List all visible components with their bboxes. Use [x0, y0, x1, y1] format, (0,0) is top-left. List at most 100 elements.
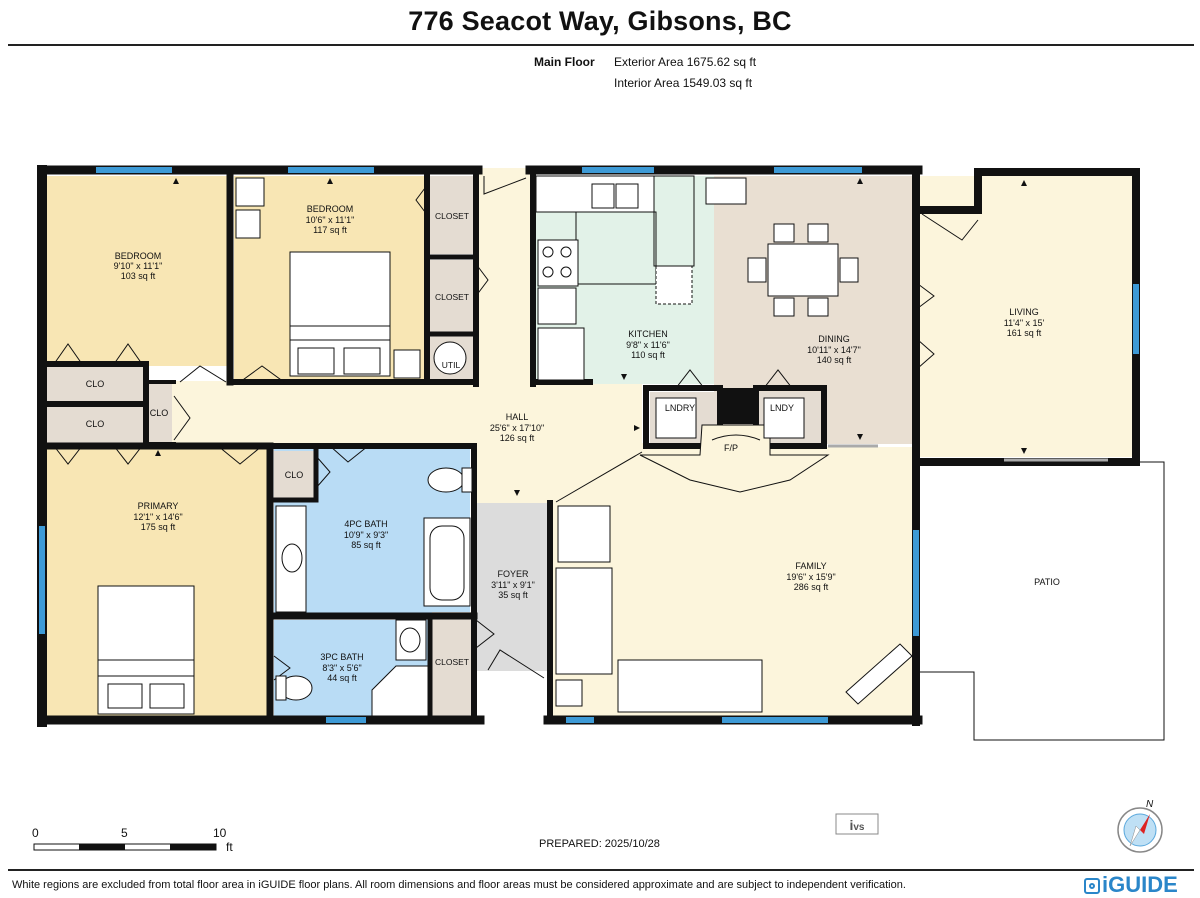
interior-area: Interior Area 1549.03 sq ft	[614, 76, 753, 90]
door-clo2	[53, 445, 143, 465]
arrow-hall-e	[634, 425, 640, 431]
living-name: LIVING	[1009, 307, 1039, 317]
wall-bed1-south	[39, 361, 149, 449]
patio-label: PATIO	[1034, 577, 1060, 587]
wall-clo4	[269, 443, 319, 503]
burner-3	[542, 266, 554, 278]
top-divider	[8, 44, 1194, 46]
arrow-bed2-n	[327, 178, 333, 184]
closet2-fill	[430, 260, 473, 332]
exterior-area: Exterior Area 1675.62 sq ft	[614, 55, 757, 69]
burner-1	[542, 246, 554, 258]
scale-bar-seg4	[170, 844, 216, 850]
door-entry-north	[483, 176, 527, 195]
dining-chair-5	[747, 257, 767, 283]
burner-4	[560, 266, 572, 278]
living-area: 161 sq ft	[1007, 328, 1042, 338]
primary-pillow-b	[149, 683, 185, 709]
patio-outline	[918, 461, 1165, 741]
family-sofa-left	[555, 567, 613, 675]
arrow-bed1-n	[173, 178, 179, 184]
bedroom1-dims: 9'10" x 11'1"	[114, 261, 163, 271]
bath3-name: 3PC BATH	[320, 652, 363, 662]
burner-2	[560, 246, 572, 258]
bath3-dims: 8'3" x 5'6"	[322, 663, 361, 673]
door-clo3	[173, 395, 191, 441]
living-fill	[919, 176, 1133, 457]
primary-pillow-a	[107, 683, 143, 709]
clo3-label: CLO	[150, 408, 169, 418]
kitchen-dims: 9'8" x 11'6"	[626, 340, 670, 350]
dryer	[763, 397, 805, 439]
bed2-nightstand1	[235, 177, 265, 207]
kitchen-dishwasher	[655, 265, 693, 305]
family-side-table	[555, 679, 583, 707]
clo3-fill	[148, 383, 172, 443]
floor-label: Main Floor	[534, 55, 595, 69]
closet1-label: CLOSET	[435, 211, 469, 221]
closet1-fill	[430, 176, 473, 254]
compass-north-label: N	[1146, 799, 1154, 810]
bath4-name: 4PC BATH	[344, 519, 387, 529]
kitchen-area: 110 sq ft	[631, 350, 665, 360]
door-lndry2	[763, 369, 793, 389]
scale-bar-seg3	[125, 844, 170, 850]
primary-area: 175 sq ft	[141, 522, 176, 532]
kitchen-name: KITCHEN	[628, 329, 668, 339]
scale-bar-seg2	[79, 844, 125, 850]
bed2-nightstand3	[393, 349, 421, 379]
hall-fill	[473, 168, 535, 383]
dining-chair-4	[807, 297, 829, 317]
clo4b-fill	[274, 451, 316, 499]
bath4-dims: 10'9" x 9'3"	[344, 530, 388, 540]
compass-icon	[1117, 807, 1163, 853]
fireplace-chimney	[720, 388, 756, 424]
living-dims: 11'4" x 15'	[1004, 318, 1045, 328]
kitchen-sink-b	[615, 183, 639, 209]
door-lndry1	[675, 369, 705, 389]
family-name: FAMILY	[795, 561, 826, 571]
clo2-label: CLO	[86, 419, 105, 429]
dining-chair-2	[807, 223, 829, 243]
dining-dims: 10'11" x 14'7"	[807, 345, 861, 355]
foyer-dims: 3'11" x 9'1"	[491, 580, 535, 590]
foyer-area: 35 sq ft	[498, 590, 528, 600]
arrow-family-s	[857, 434, 863, 440]
clo1-label: CLO	[86, 379, 105, 389]
prepared-date: PREPARED: 2025/10/28	[539, 838, 660, 850]
hall-main-fill	[172, 381, 642, 443]
clo4-label: CLO	[285, 470, 304, 480]
primary-dims: 12'1" x 14'6"	[133, 512, 182, 522]
door-clo4	[315, 455, 331, 489]
door-primary	[217, 445, 263, 465]
bed2-nightstand2	[235, 209, 261, 239]
kitchen-range	[537, 239, 579, 287]
iguide-logo-text: GUIDE	[1108, 872, 1178, 897]
bath3-sink	[399, 627, 421, 653]
washer	[655, 397, 697, 439]
family-chair	[557, 505, 611, 563]
scale-label-0: 0	[32, 826, 39, 840]
iguide-logo-i: i	[1102, 872, 1109, 897]
primary-name: PRIMARY	[138, 501, 179, 511]
bath4-tub-inner	[429, 525, 465, 601]
bedroom1-name: BEDROOM	[115, 251, 162, 261]
dining-chair-1	[773, 223, 795, 243]
wall-clo3	[144, 380, 176, 446]
door-closet2	[475, 263, 489, 297]
hall-name: HALL	[506, 412, 529, 422]
kitchen-counter-right	[653, 175, 695, 267]
arrow-kitchen-s	[621, 374, 627, 380]
door-living-2	[917, 339, 935, 369]
closet3-label: CLOSET	[435, 657, 469, 667]
hall-area: 126 sq ft	[500, 433, 535, 443]
foyer-fill	[476, 503, 548, 671]
bath4-area: 85 sq ft	[351, 540, 381, 550]
door-bath4	[329, 445, 369, 463]
door-closet3	[475, 619, 495, 649]
fp-label: F/P	[724, 443, 738, 453]
bath3-toilet-tank	[275, 675, 287, 701]
door-bed2	[239, 365, 285, 383]
bedroom2-name: BEDROOM	[307, 204, 354, 214]
bedroom2-dims: 10'6" x 11'1"	[306, 215, 355, 225]
